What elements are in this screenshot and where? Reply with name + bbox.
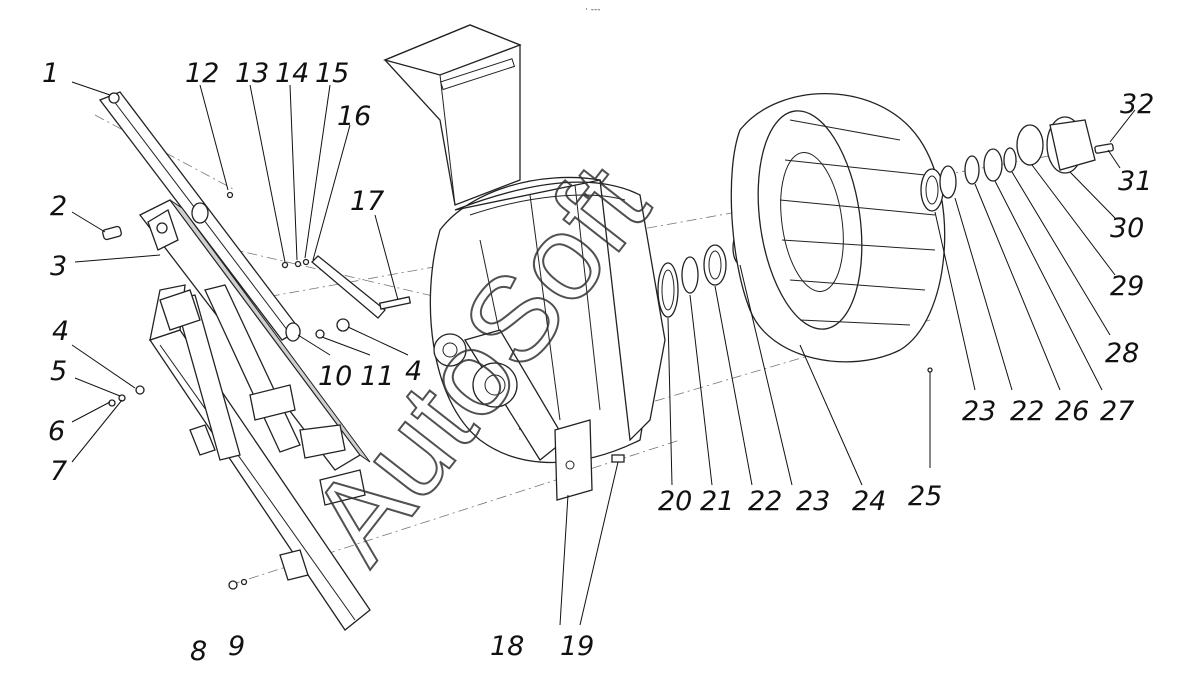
callout-4: 4 [52, 316, 69, 347]
fan-housing [382, 24, 666, 501]
callout-21: 21 [700, 486, 734, 517]
callout-29: 29 [1110, 271, 1144, 302]
callout-20: 20 [658, 486, 692, 517]
callout-11: 11 [360, 361, 394, 392]
callout-14: 14 [275, 58, 309, 89]
callout-7: 7 [50, 456, 67, 487]
callout-9: 9 [228, 631, 245, 662]
callout-25: 25 [908, 481, 942, 512]
bearing-rings-center [657, 231, 748, 318]
callout-26: 26 [1055, 396, 1089, 427]
callout-5: 5 [50, 356, 67, 387]
callout-30: 30 [1110, 213, 1144, 244]
frame-assembly [98, 91, 371, 631]
callout-16: 16 [337, 101, 371, 132]
callout-8: 8 [190, 636, 207, 667]
callout-28: 28 [1105, 338, 1139, 369]
callout-18: 18 [490, 631, 524, 662]
callout-23: 23 [796, 486, 830, 517]
callout-22b: 22 [1010, 396, 1044, 427]
callout-23b: 23 [962, 396, 996, 427]
callout-3: 3 [50, 251, 67, 282]
callout-17: 17 [350, 186, 384, 217]
bearing-rings-right [920, 116, 1114, 212]
callout-15: 15 [315, 58, 349, 89]
callout-19: 19 [560, 631, 594, 662]
callout-1: 1 [42, 58, 59, 89]
callout-27: 27 [1100, 396, 1134, 427]
impeller [730, 93, 946, 373]
callout-4b: 4 [405, 356, 422, 387]
callout-10: 10 [318, 361, 352, 392]
callout-32: 32 [1120, 89, 1154, 120]
callout-12: 12 [185, 58, 219, 89]
small-parts-left [102, 92, 412, 590]
callout-22: 22 [748, 486, 782, 517]
callout-24: 24 [852, 486, 886, 517]
top-mark: ‧ --- [585, 5, 600, 15]
callout-13: 13 [235, 58, 269, 89]
callout-labels: 1 2 3 4 5 6 7 8 9 10 11 4 12 13 14 15 16… [42, 58, 1154, 667]
leader-lines [71, 81, 1136, 626]
callout-6: 6 [48, 416, 65, 447]
callout-2: 2 [50, 191, 67, 222]
callout-31: 31 [1118, 166, 1152, 197]
